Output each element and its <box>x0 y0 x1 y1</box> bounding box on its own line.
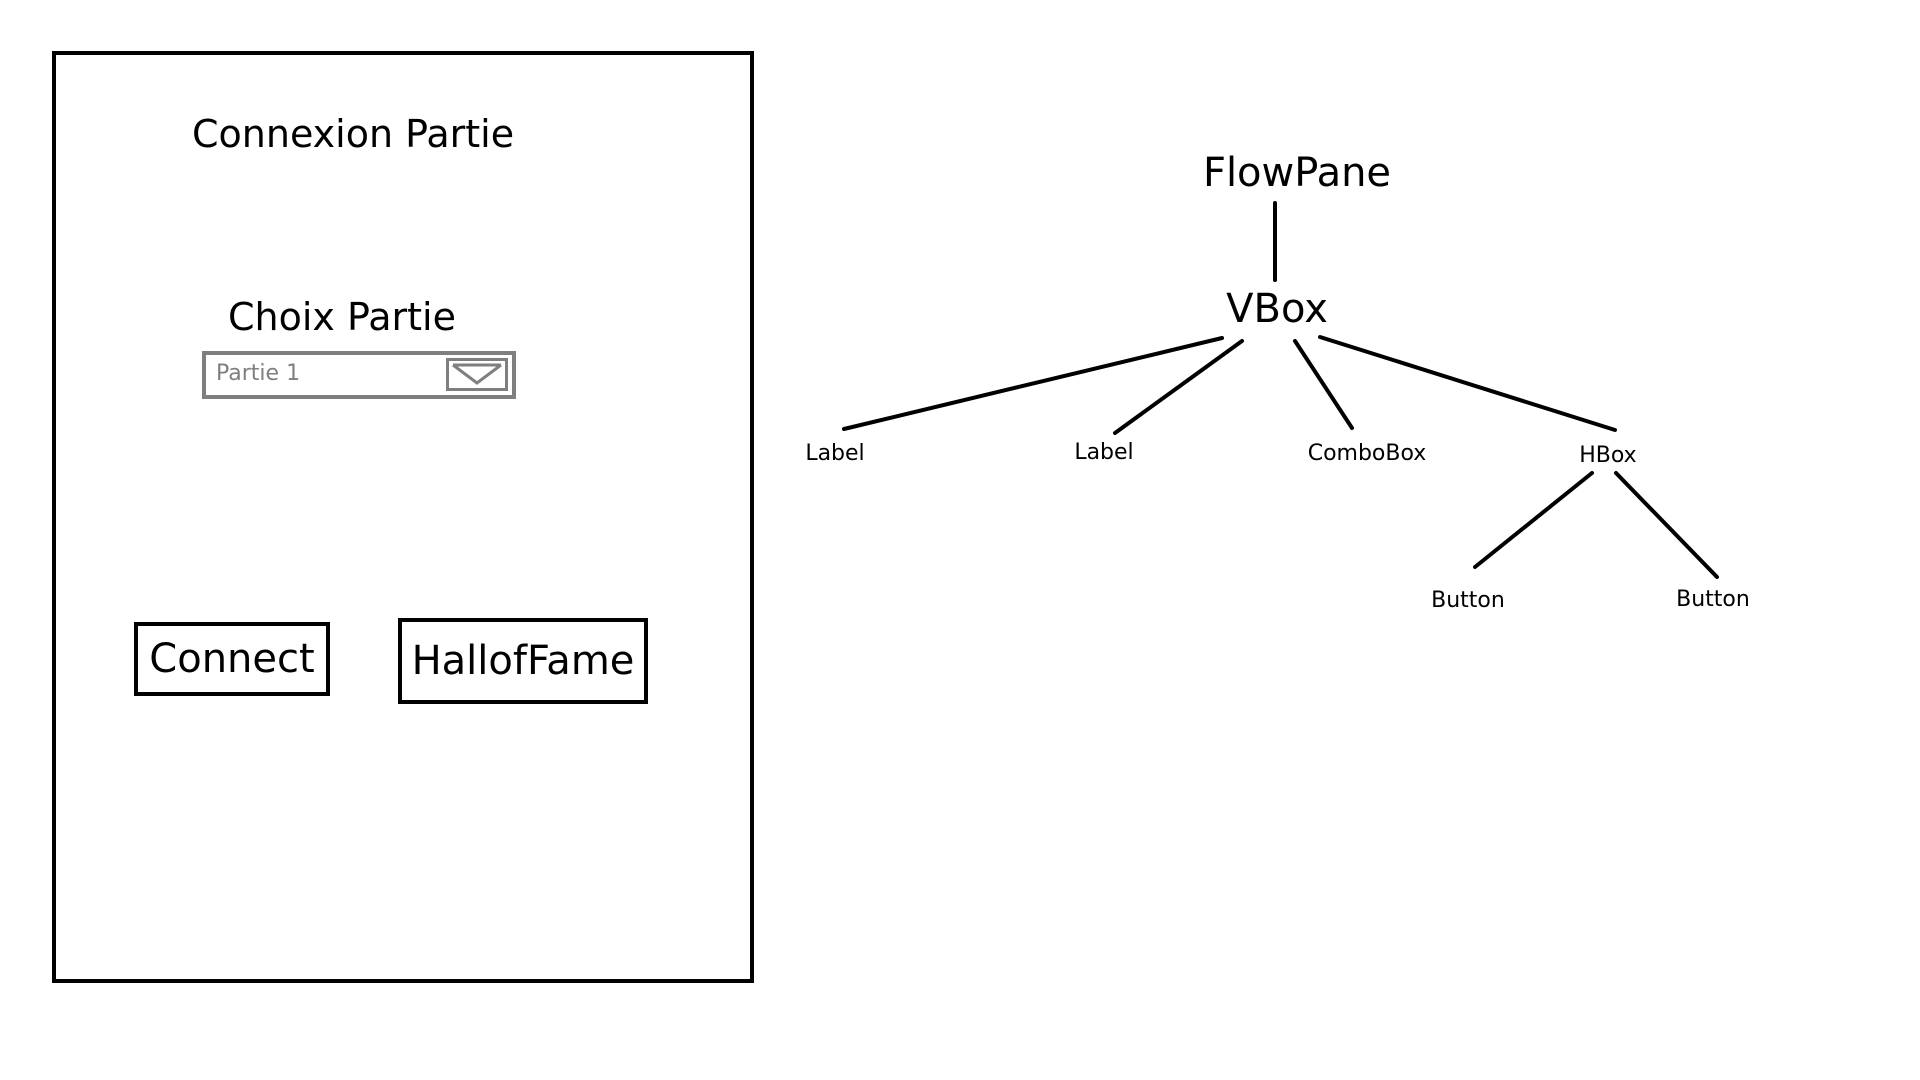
edge-vbox-combobox <box>1293 339 1354 430</box>
node-label-2: Label <box>1074 440 1133 465</box>
node-button-1: Button <box>1431 588 1505 613</box>
edge-vbox-label-2 <box>1113 339 1244 435</box>
partie-combobox[interactable]: Partie 1 <box>202 351 516 399</box>
node-button-2: Button <box>1676 587 1750 612</box>
node-hbox: HBox <box>1579 443 1636 468</box>
chevron-down-icon[interactable] <box>446 358 508 391</box>
node-vbox: VBox <box>1226 286 1328 332</box>
node-flowpane: FlowPane <box>1203 150 1391 196</box>
choix-partie-label: Choix Partie <box>228 295 456 339</box>
edge-vbox-label-1 <box>842 336 1224 431</box>
mockup-title: Connexion Partie <box>192 112 515 156</box>
edge-vbox-hbox <box>1318 335 1617 432</box>
node-combobox: ComboBox <box>1308 441 1427 466</box>
edge-hbox-button-1 <box>1473 471 1594 569</box>
halloffame-button[interactable]: HallofFame <box>398 618 648 704</box>
mockup-window: Connexion Partie Choix Partie Partie 1 C… <box>52 51 754 983</box>
edge-hbox-button-2 <box>1614 471 1719 579</box>
node-label-1: Label <box>805 441 864 466</box>
partie-combobox-value: Partie 1 <box>216 361 301 386</box>
connect-button[interactable]: Connect <box>134 622 330 696</box>
